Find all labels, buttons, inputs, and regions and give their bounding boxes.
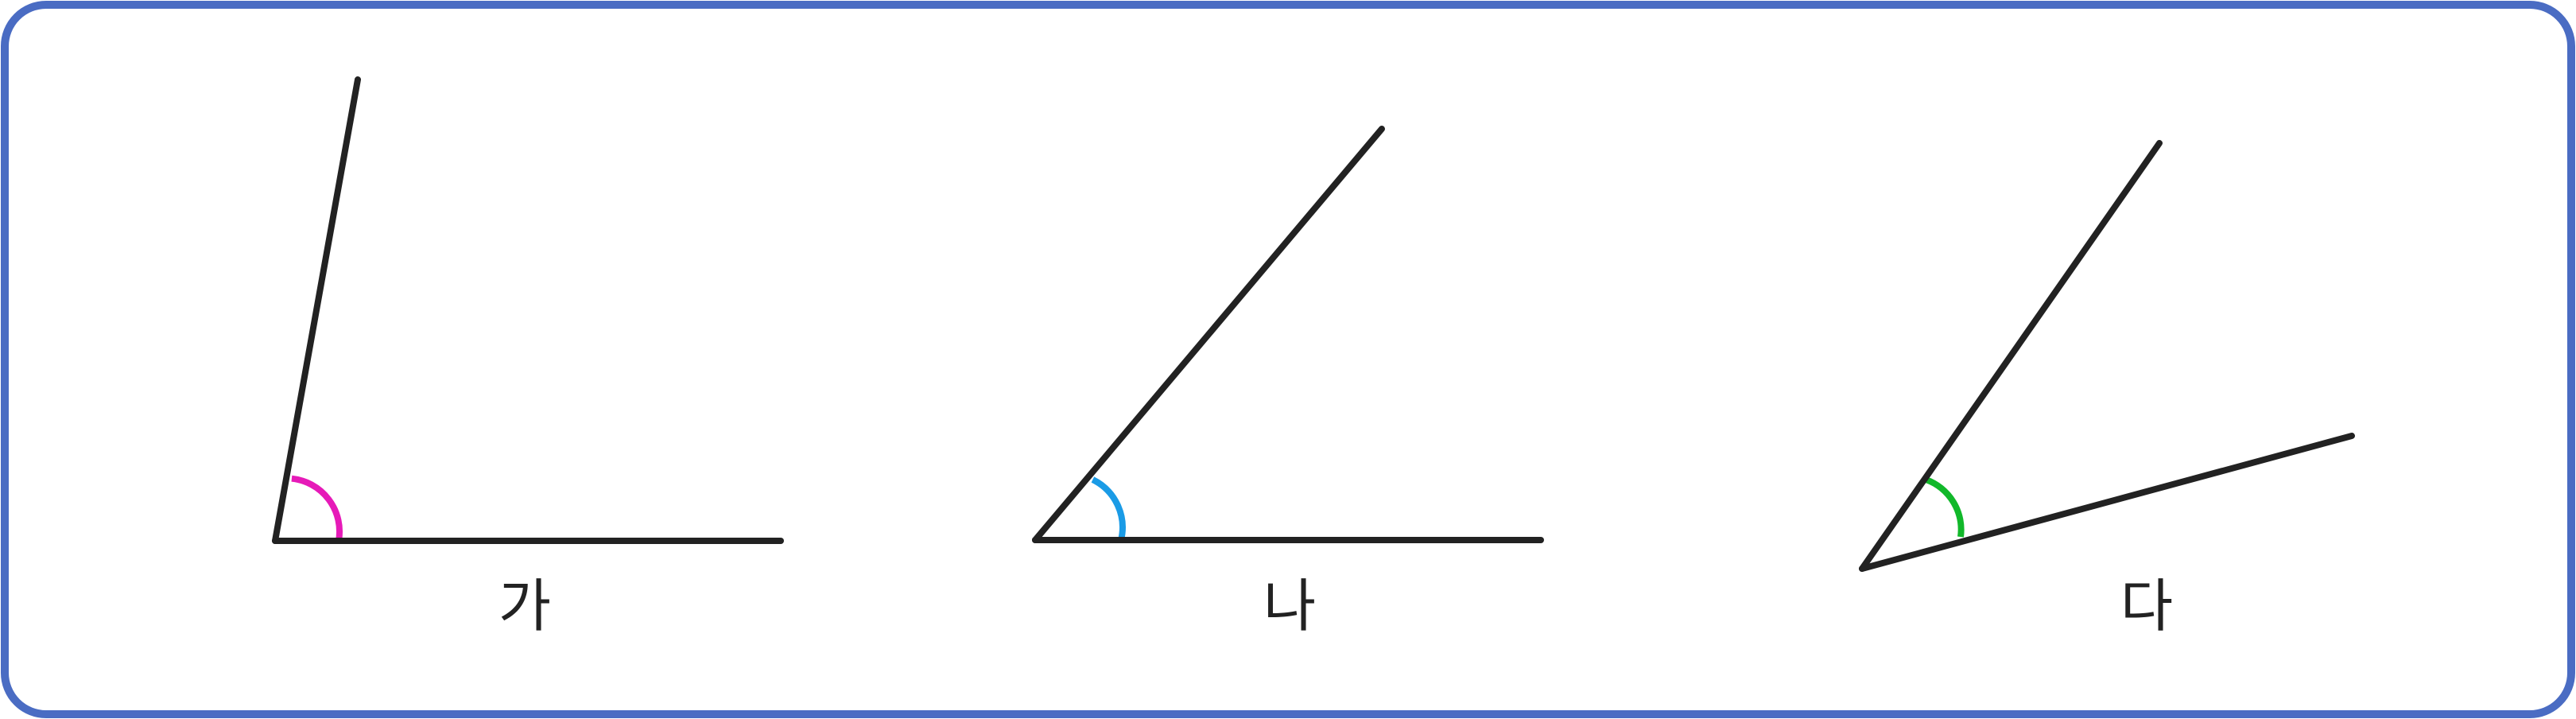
angle-ray-base-da — [1859, 433, 2355, 572]
angle-label-na: 나 — [1263, 573, 1316, 639]
angle-na: 나 — [1032, 126, 1544, 639]
angle-label-ga: 가 — [499, 573, 551, 639]
angle-ray-side-ga — [272, 76, 361, 544]
angle-ray-side-da — [1859, 140, 2163, 572]
angle-label-da: 다 — [2120, 573, 2173, 639]
angle-ray-side-na — [1032, 126, 1385, 543]
angle-arc-da — [1924, 476, 1965, 538]
angle-arc-ga — [291, 475, 343, 542]
angle-arc-na — [1091, 476, 1126, 541]
angle-ga: 가 — [272, 76, 784, 639]
angle-da: 다 — [1859, 140, 2355, 639]
